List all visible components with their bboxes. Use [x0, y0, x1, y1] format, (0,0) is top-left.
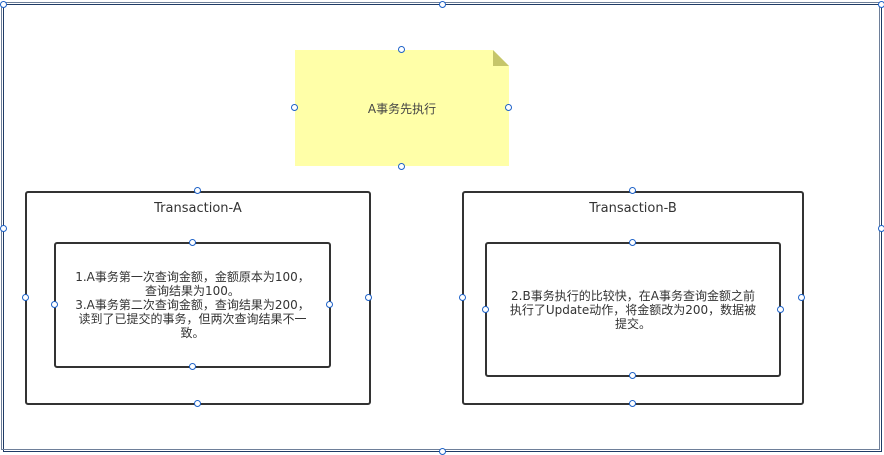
- transaction-a-inner-handle-right[interactable]: [326, 301, 333, 308]
- transaction-b-inner-handle-right[interactable]: [777, 306, 784, 313]
- transaction-b-inner-handle-left[interactable]: [482, 306, 489, 313]
- transaction-a-inner-handle-left[interactable]: [51, 301, 58, 308]
- sticky-note[interactable]: [295, 50, 509, 166]
- canvas-resize-handle-top[interactable]: [439, 1, 446, 8]
- transaction-b-inner-handle-top[interactable]: [629, 239, 636, 246]
- transaction-a-line-1: 1.A事务第一次查询金额，金额原本为100，: [75, 270, 310, 284]
- canvas-resize-handle-right[interactable]: [878, 225, 884, 232]
- transaction-a-line-3: 3.A事务第二次查询金额，查询结果为200，: [75, 298, 310, 312]
- note-handle-left[interactable]: [291, 104, 298, 111]
- transaction-a-description: 1.A事务第一次查询金额，金额原本为100， 查询结果为100。 3.A事务第二…: [54, 242, 331, 368]
- transaction-a-handle-right[interactable]: [365, 294, 372, 301]
- transaction-a-inner-handle-bottom[interactable]: [189, 363, 196, 370]
- transaction-b-line-1: 2.B事务执行的比较快，在A事务查询金额之前: [511, 288, 755, 303]
- note-handle-bottom[interactable]: [398, 163, 405, 170]
- transaction-a-handle-left[interactable]: [22, 294, 29, 301]
- transaction-b-handle-left[interactable]: [459, 294, 466, 301]
- transaction-b-inner-handle-bottom[interactable]: [629, 372, 636, 379]
- canvas-resize-handle-top-left[interactable]: [0, 1, 7, 8]
- transaction-a-inner-handle-top[interactable]: [189, 239, 196, 246]
- transaction-a-line-5: 致。: [180, 326, 205, 340]
- transaction-b-handle-right[interactable]: [798, 294, 805, 301]
- note-handle-right[interactable]: [505, 104, 512, 111]
- transaction-b-line-3: 提交。: [614, 316, 651, 331]
- transaction-a-handle-bottom[interactable]: [194, 400, 201, 407]
- canvas-resize-handle-top-right[interactable]: [878, 1, 884, 8]
- canvas-resize-handle-bottom[interactable]: [439, 448, 446, 455]
- transaction-a-title: Transaction-A: [154, 201, 242, 216]
- transaction-b-handle-bottom[interactable]: [629, 400, 636, 407]
- transaction-a-line-4: 读到了已提交的事务，但两次查询结果不一: [78, 312, 307, 326]
- transaction-b-description: 2.B事务执行的比较快，在A事务查询金额之前 执行了Update动作，将金额改为…: [485, 242, 781, 377]
- canvas-resize-handle-left[interactable]: [0, 225, 7, 232]
- transaction-b-line-2: 执行了Update动作，将金额改为200，数据被: [509, 302, 757, 317]
- transaction-a-handle-top[interactable]: [194, 187, 201, 194]
- transaction-b-handle-top[interactable]: [629, 187, 636, 194]
- transaction-a-line-2: 查询结果为100。: [145, 284, 240, 298]
- sticky-note-text: A事务先执行: [367, 101, 437, 116]
- note-handle-top[interactable]: [398, 46, 405, 53]
- transaction-b-title: Transaction-B: [589, 201, 677, 216]
